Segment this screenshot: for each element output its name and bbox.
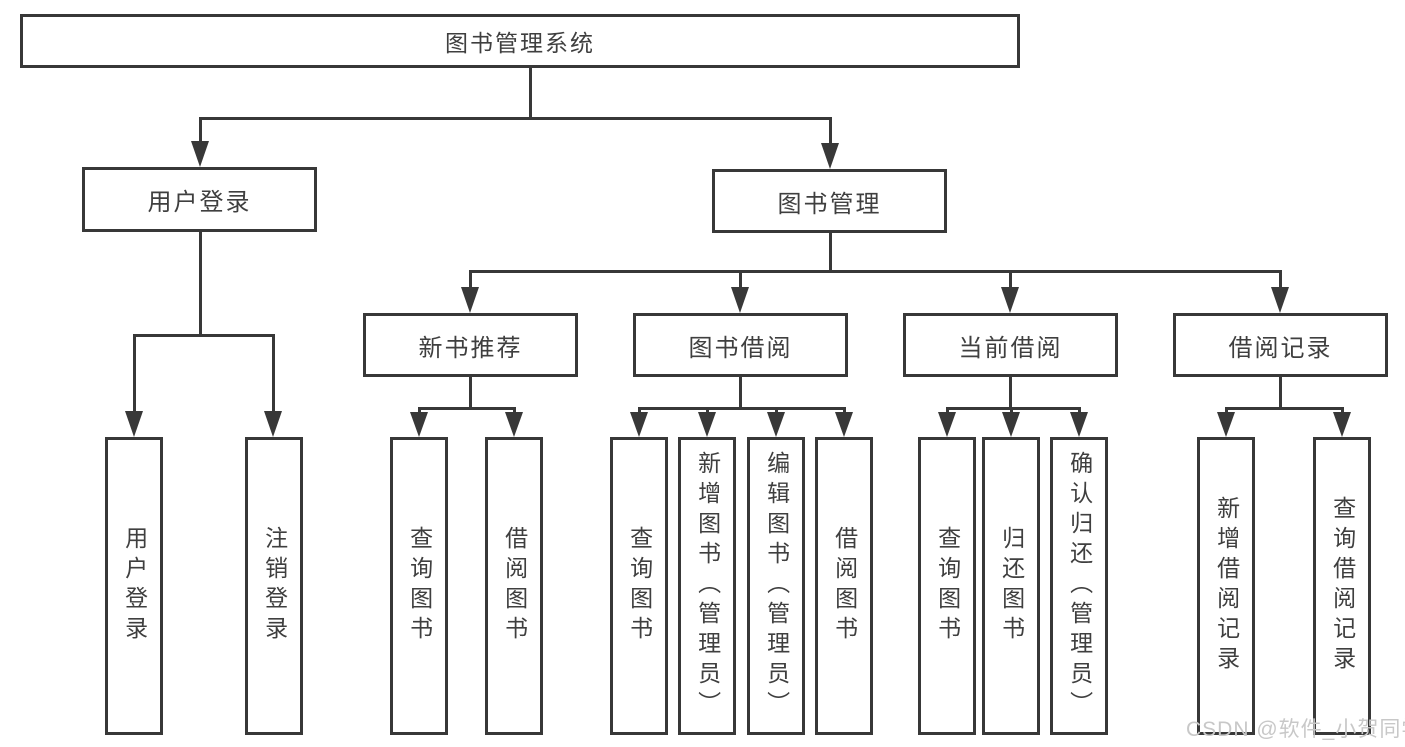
node-leaf-borrow-books-2: 借阅图书 [815, 437, 873, 735]
node-label-borrowing-records: 借阅记录 [1228, 334, 1333, 362]
node-label-leaf-borrow-books-2: 借阅图书 [831, 526, 858, 646]
arrow-down-icon [191, 141, 209, 167]
arrow-stem [1008, 271, 1012, 289]
arrow-down-icon [731, 287, 749, 313]
node-label-leaf-return-books: 归还图书 [998, 526, 1025, 646]
arrow-stem [468, 271, 472, 289]
node-label-current-borrowing: 当前借阅 [958, 334, 1063, 362]
watermark: CSDN @软件_小贺同学 [1186, 718, 1405, 741]
node-label-leaf-add-books-admin: 新增图书（管理员） [694, 451, 721, 721]
node-leaf-return-books: 归还图书 [982, 437, 1040, 735]
node-current-borrowing: 当前借阅 [903, 313, 1118, 377]
node-label-leaf-edit-books-admin: 编辑图书（管理员） [763, 451, 790, 721]
arrow-stem [1224, 408, 1228, 414]
node-label-leaf-query-books-2: 查询图书 [626, 526, 653, 646]
connector-line [468, 377, 472, 408]
node-leaf-add-books-admin: 新增图书（管理员） [678, 437, 736, 735]
node-leaf-add-borrow-record: 新增借阅记录 [1197, 437, 1255, 735]
node-borrowing-records: 借阅记录 [1173, 313, 1388, 377]
node-leaf-confirm-return-admin: 确认归还（管理员） [1050, 437, 1108, 735]
connector-line [738, 377, 742, 408]
node-label-user-login: 用户登录 [147, 189, 252, 216]
node-user-login: 用户登录 [82, 167, 317, 232]
arrow-down-icon [125, 411, 143, 437]
connector-line [132, 333, 275, 337]
connector-line [945, 406, 1081, 410]
node-label-leaf-borrow-books-1: 借阅图书 [501, 526, 528, 646]
node-label-leaf-confirm-return-admin: 确认归还（管理员） [1066, 451, 1093, 721]
arrow-stem [1278, 271, 1282, 289]
arrow-stem [1077, 408, 1081, 414]
arrow-stem [512, 408, 516, 414]
connector-line [528, 68, 532, 118]
arrow-stem [945, 408, 949, 414]
node-label-leaf-query-books-1: 查询图书 [406, 526, 433, 646]
connector-line [1278, 377, 1282, 408]
arrow-stem [705, 408, 709, 414]
arrow-stem [637, 408, 641, 414]
node-label-leaf-query-borrow-record: 查询借阅记录 [1329, 496, 1356, 676]
node-leaf-edit-books-admin: 编辑图书（管理员） [747, 437, 805, 735]
arrow-stem [132, 335, 136, 413]
arrow-down-icon [1002, 412, 1020, 437]
node-label-leaf-logout: 注销登录 [261, 526, 288, 646]
arrow-stem [271, 335, 275, 413]
connector-line [637, 406, 846, 410]
arrow-down-icon [698, 412, 716, 437]
arrow-stem [774, 408, 778, 414]
node-label-leaf-user-login: 用户登录 [121, 526, 148, 646]
connector-line [1224, 406, 1344, 410]
arrow-stem [738, 271, 742, 289]
node-leaf-borrow-books-1: 借阅图书 [485, 437, 543, 735]
arrow-down-icon [821, 143, 839, 169]
arrow-down-icon [630, 412, 648, 437]
arrow-down-icon [1271, 287, 1289, 313]
arrow-down-icon [461, 287, 479, 313]
node-book-management: 图书管理 [712, 169, 947, 233]
arrow-down-icon [767, 412, 785, 437]
arrow-down-icon [1070, 412, 1088, 437]
arrow-stem [198, 118, 202, 143]
connector-line [198, 232, 202, 335]
node-book-borrowing: 图书借阅 [633, 313, 848, 377]
connector-line [828, 233, 832, 271]
node-label-leaf-add-borrow-record: 新增借阅记录 [1213, 496, 1240, 676]
arrow-down-icon [505, 412, 523, 437]
node-label-book-management: 图书管理 [777, 190, 882, 218]
arrow-stem [1340, 408, 1344, 414]
node-leaf-query-borrow-record: 查询借阅记录 [1313, 437, 1371, 735]
arrow-stem [417, 408, 421, 414]
arrow-down-icon [835, 412, 853, 437]
node-leaf-logout: 注销登录 [245, 437, 303, 735]
arrow-down-icon [1333, 412, 1351, 437]
connector-line [468, 269, 1282, 273]
node-leaf-user-login: 用户登录 [105, 437, 163, 735]
arrow-stem [828, 118, 832, 145]
node-label-system-root: 图书管理系统 [445, 30, 595, 56]
node-system-root: 图书管理系统 [20, 14, 1020, 68]
arrow-down-icon [1217, 412, 1235, 437]
node-leaf-query-books-3: 查询图书 [918, 437, 976, 735]
node-label-book-borrowing: 图书借阅 [688, 334, 793, 362]
arrow-down-icon [410, 412, 428, 437]
connector-line [1008, 377, 1012, 408]
arrow-down-icon [1001, 287, 1019, 313]
connector-line [198, 116, 832, 120]
arrow-stem [1009, 408, 1013, 414]
node-new-book-recommendation: 新书推荐 [363, 313, 578, 377]
node-leaf-query-books-2: 查询图书 [610, 437, 668, 735]
node-label-new-book-recommendation: 新书推荐 [418, 334, 523, 362]
arrow-down-icon [938, 412, 956, 437]
connector-line [417, 406, 516, 410]
node-label-leaf-query-books-3: 查询图书 [934, 526, 961, 646]
node-leaf-query-books-1: 查询图书 [390, 437, 448, 735]
arrow-stem [842, 408, 846, 414]
arrow-down-icon [264, 411, 282, 437]
